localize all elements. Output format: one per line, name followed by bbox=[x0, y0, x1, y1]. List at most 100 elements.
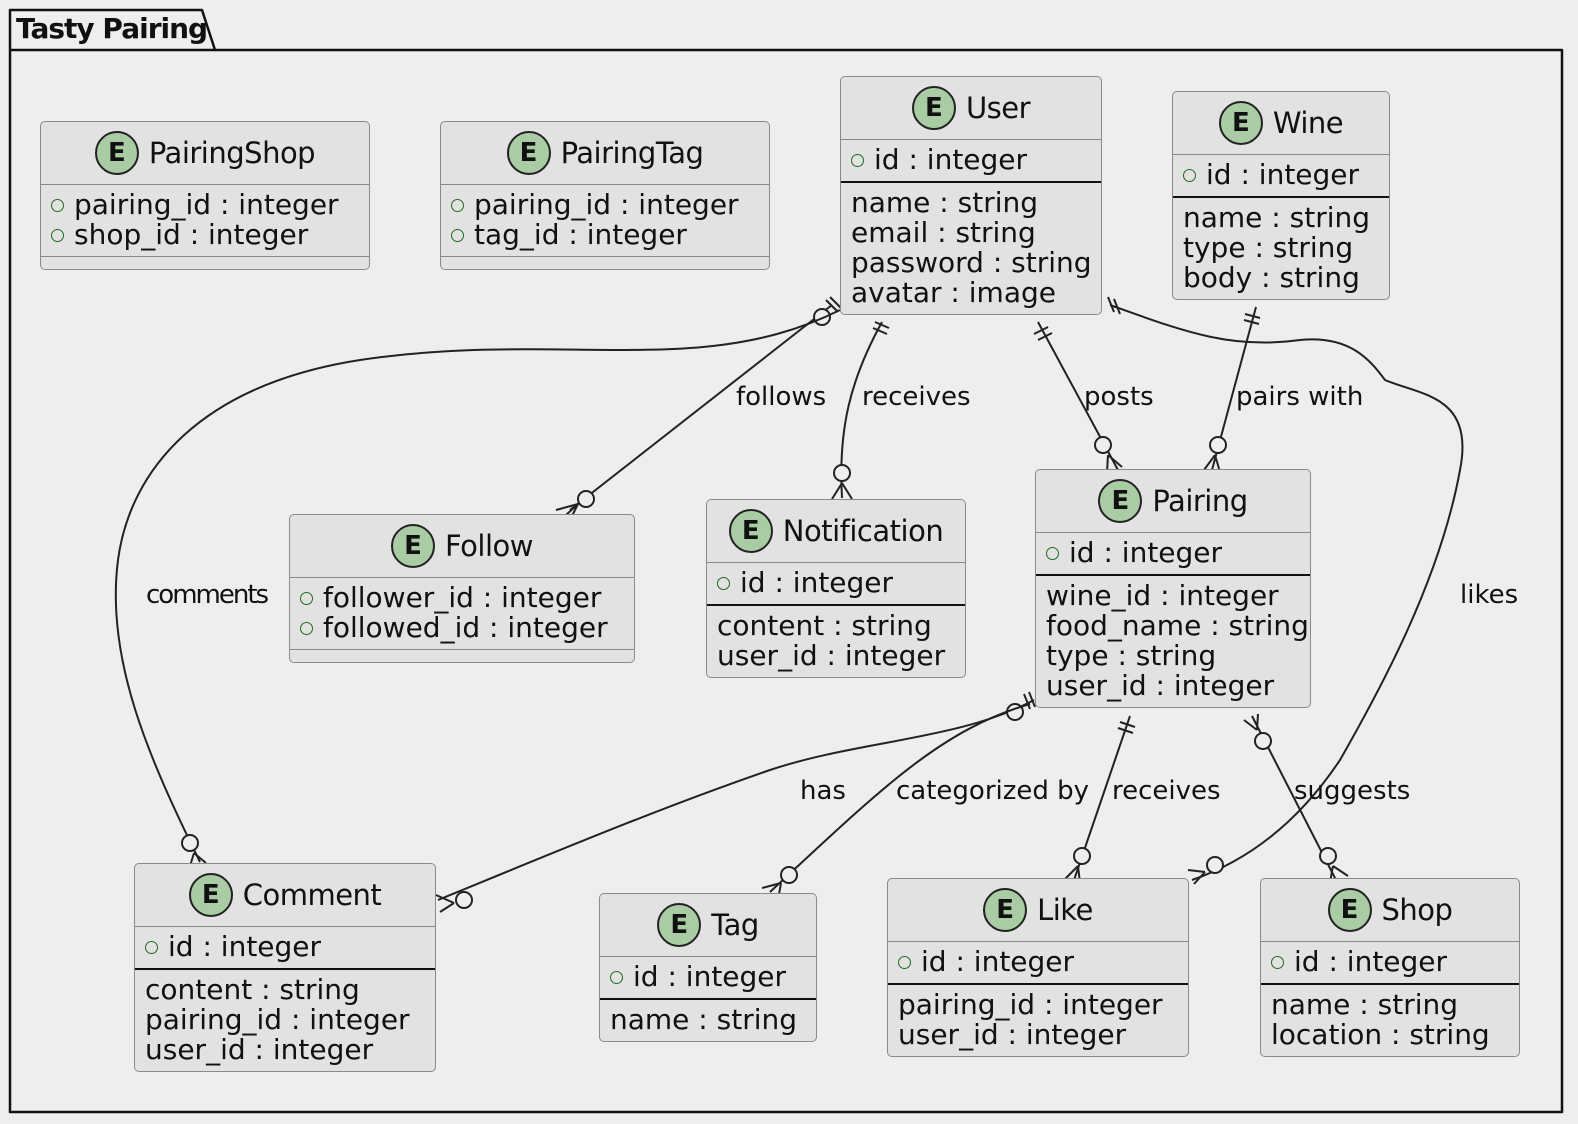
key-attribute: follower_id : integer bbox=[290, 583, 634, 613]
package-title: Tasty Pairing bbox=[16, 12, 208, 45]
field-attribute: wine_id : integer bbox=[1046, 579, 1279, 612]
field-attribute: name : string bbox=[610, 1003, 798, 1036]
entity-key-section: id : integer bbox=[1036, 533, 1310, 576]
entity-name: Comment bbox=[242, 878, 382, 912]
key-attribute-text: follower_id : integer bbox=[323, 581, 602, 614]
key-marker-icon bbox=[451, 198, 464, 212]
entity-name: Shop bbox=[1381, 893, 1453, 927]
key-marker-icon bbox=[300, 591, 313, 605]
key-marker-icon bbox=[451, 228, 464, 242]
field-attribute: name : string bbox=[1183, 201, 1371, 234]
field-attribute: location : string bbox=[1271, 1018, 1490, 1051]
key-attribute: followed_id : integer bbox=[290, 613, 634, 643]
entity-name: Pairing bbox=[1152, 484, 1248, 518]
key-attribute-text: pairing_id : integer bbox=[74, 188, 339, 221]
key-attribute: id : integer bbox=[135, 932, 435, 962]
field-attribute: pairing_id : integer bbox=[145, 1003, 410, 1036]
entity-header: E PairingShop bbox=[41, 122, 369, 185]
edge-pairing-like-source-marker bbox=[1117, 721, 1136, 734]
entity-key-section: id : integer bbox=[1173, 155, 1389, 198]
entity-name: Follow bbox=[445, 529, 533, 563]
entity-name: User bbox=[965, 91, 1031, 125]
entity-header: E Pairing bbox=[1036, 470, 1310, 533]
field-attribute: email : string bbox=[851, 216, 1036, 249]
key-marker-icon bbox=[898, 955, 911, 969]
entity-badge-icon: E bbox=[728, 509, 773, 553]
key-attribute-text: id : integer bbox=[874, 143, 1028, 176]
label-categorized-by: categorized by bbox=[896, 776, 1090, 806]
key-marker-icon bbox=[300, 621, 313, 635]
key-marker-icon bbox=[1271, 955, 1284, 969]
field-attribute: avatar : image bbox=[851, 276, 1056, 309]
entity-badge-icon: E bbox=[188, 873, 233, 917]
key-attribute: id : integer bbox=[1036, 538, 1310, 568]
key-marker-icon bbox=[851, 153, 864, 167]
label-receives-pairing: receives bbox=[1112, 776, 1221, 806]
key-attribute: pairing_id : integer bbox=[441, 190, 769, 220]
edge-user-pairing-target-marker bbox=[1094, 436, 1123, 473]
key-attribute-text: id : integer bbox=[921, 945, 1075, 978]
entity-key-section: id : integer bbox=[1261, 942, 1519, 985]
field-attribute: content : string bbox=[145, 973, 360, 1006]
key-attribute: id : integer bbox=[600, 962, 816, 992]
edge-pairing-comment bbox=[437, 699, 1035, 901]
edge-user-pairing-source-marker bbox=[1033, 326, 1053, 341]
key-marker-icon bbox=[1046, 546, 1059, 560]
entity-badge-icon: E bbox=[983, 888, 1028, 932]
key-marker-icon bbox=[717, 576, 730, 590]
entity-empty-section bbox=[41, 257, 369, 269]
entity-header: E Comment bbox=[135, 864, 435, 927]
entity-field-section: name : string bbox=[600, 1000, 816, 1041]
edge-user-like-source-marker bbox=[1107, 296, 1121, 315]
entity-name: PairingShop bbox=[148, 136, 316, 170]
field-attribute: content : string bbox=[717, 609, 932, 642]
edge-pairing-tag-target-marker bbox=[761, 866, 798, 901]
entity-name: Wine bbox=[1272, 106, 1344, 140]
entity-badge-icon: E bbox=[1098, 479, 1143, 523]
key-attribute-text: id : integer bbox=[1294, 945, 1448, 978]
key-attribute-text: id : integer bbox=[1069, 536, 1223, 569]
edge-user-follow bbox=[569, 304, 833, 511]
field-attribute: type : string bbox=[1046, 639, 1217, 672]
field-attribute: password : string bbox=[851, 246, 1092, 279]
edge-user-comment bbox=[114, 309, 841, 863]
entity-badge-icon: E bbox=[506, 131, 551, 175]
entity-badge-icon: E bbox=[94, 131, 139, 175]
field-attribute: user_id : integer bbox=[717, 639, 946, 672]
edge-user-like-target-marker bbox=[1187, 856, 1224, 885]
field-attribute: body : string bbox=[1183, 261, 1360, 294]
key-attribute: id : integer bbox=[1261, 947, 1519, 977]
key-attribute: id : integer bbox=[1173, 160, 1389, 190]
entity-name: Like bbox=[1037, 893, 1093, 927]
key-attribute: id : integer bbox=[707, 568, 965, 598]
key-attribute-text: id : integer bbox=[633, 960, 787, 993]
edge-user-like bbox=[1109, 304, 1464, 881]
label-follows: follows bbox=[736, 382, 827, 412]
edge-wine-pairing-target-marker bbox=[1203, 436, 1227, 473]
key-attribute: id : integer bbox=[888, 947, 1188, 977]
label-suggests: suggests bbox=[1294, 776, 1411, 806]
key-marker-icon bbox=[51, 198, 64, 212]
label-pairs-with: pairs with bbox=[1236, 382, 1364, 412]
entity-header: E Like bbox=[888, 879, 1188, 942]
field-attribute: food_name : string bbox=[1046, 609, 1309, 642]
entity-key-section: id : integer bbox=[600, 957, 816, 1000]
key-marker-icon bbox=[1183, 168, 1196, 182]
field-attribute: name : string bbox=[851, 186, 1039, 219]
field-attribute: user_id : integer bbox=[1046, 669, 1275, 702]
